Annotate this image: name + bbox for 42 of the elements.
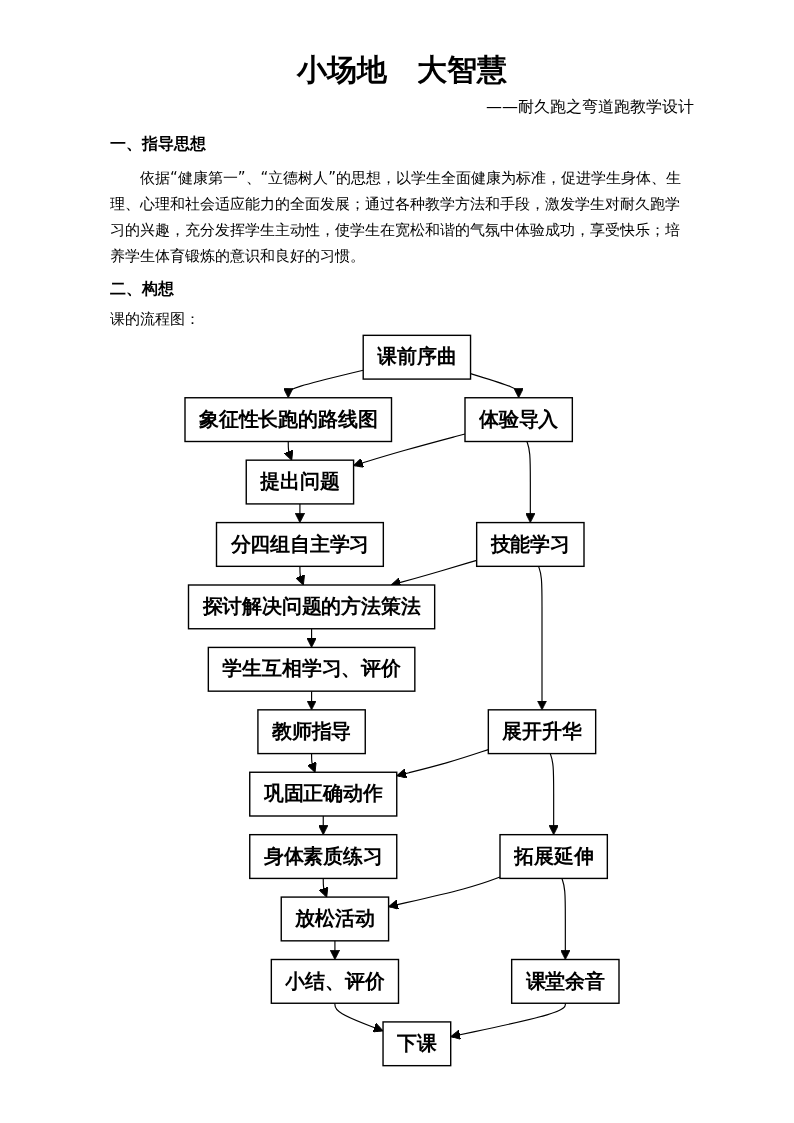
paragraph: 依据“健康第一”、“立德树人”的思想，以学生全面健康为标准，促进学生身体、生理、心理和社会适应能力的全面发展；通过各种教学方法和手段，激发学生对耐久跑学习的兴趣，充分发挥学生主动性，使学生在宽松和谐的气氛中体验成功，享受快乐；培养学生体育锻炼的意识和良好的习惯。 bbox=[110, 168, 683, 267]
flowchart-caption: 课的流程图： bbox=[110, 310, 201, 329]
arrow bbox=[548, 753, 559, 836]
node-box: 小结、评价 bbox=[270, 958, 400, 1004]
arrow bbox=[560, 877, 571, 960]
node-box: 巩固正确动作 bbox=[249, 771, 398, 817]
node-box: 探讨解决问题的方法策法 bbox=[187, 584, 436, 630]
node-box: 身体素质练习 bbox=[249, 833, 398, 880]
node-box: 下课 bbox=[382, 1021, 452, 1067]
node-box: 展开升华 bbox=[487, 709, 597, 755]
arrow bbox=[396, 749, 489, 779]
arrow bbox=[353, 433, 466, 468]
arrow bbox=[306, 753, 317, 773]
section-heading: 二、构想 bbox=[110, 279, 175, 300]
node-box: 教师指导 bbox=[257, 709, 366, 755]
arrow bbox=[294, 503, 306, 524]
node-box: 放松活动 bbox=[280, 896, 390, 942]
arrow bbox=[450, 1002, 566, 1040]
arrow bbox=[318, 815, 329, 836]
arrow bbox=[536, 565, 548, 711]
arrow bbox=[388, 876, 501, 910]
node-box: 拓展延伸 bbox=[499, 833, 609, 880]
node-box: 学生互相学习、评价 bbox=[207, 646, 416, 692]
arrow bbox=[283, 369, 364, 399]
title: 小场地 大智慧 bbox=[295, 51, 508, 89]
node-box: 象征性长跑的路线图 bbox=[184, 397, 393, 443]
arrow bbox=[295, 565, 305, 586]
node-box: 提出问题 bbox=[245, 459, 355, 505]
node-box: 课堂余音 bbox=[510, 958, 620, 1004]
arrow bbox=[318, 877, 329, 898]
node-box: 课前序曲 bbox=[362, 334, 472, 380]
arrow bbox=[306, 690, 317, 711]
arrow bbox=[283, 440, 294, 461]
node-box: 分四组自主学习 bbox=[215, 521, 385, 568]
arrow bbox=[306, 628, 317, 648]
subtitle: ——耐久跑之弯道跑教学设计 bbox=[485, 97, 694, 118]
node-box: 体验导入 bbox=[464, 397, 574, 443]
section-heading: 一、指导思想 bbox=[110, 134, 207, 155]
node-box: 技能学习 bbox=[475, 521, 585, 568]
arrow bbox=[525, 440, 536, 524]
arrow bbox=[334, 1002, 384, 1033]
arrow bbox=[329, 940, 341, 960]
